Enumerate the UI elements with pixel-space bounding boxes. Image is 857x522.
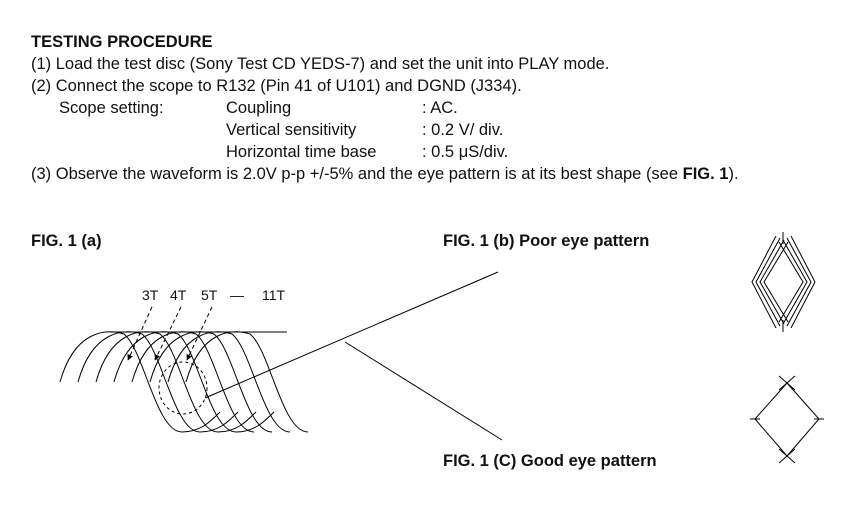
- scope-row-horizontal-value: : 0.5 μS/div.: [422, 143, 509, 161]
- fig-1b-title: FIG. 1 (b) Poor eye pattern: [443, 232, 650, 250]
- eye-opening-ellipse: [158, 361, 208, 415]
- label-11t: 11T: [262, 287, 286, 303]
- step-3-fig-ref: FIG. 1: [682, 165, 729, 183]
- step-2: (2) Connect the scope to R132 (Pin 41 of…: [31, 77, 522, 95]
- step-3: (3) Observe the waveform is 2.0V p-p +/-…: [31, 165, 739, 184]
- waveform-trace: [185, 331, 309, 433]
- section-heading: TESTING PROCEDURE: [31, 33, 213, 51]
- poor-eye-pattern-icon: [751, 232, 816, 332]
- good-eye-pattern-icon: [750, 375, 824, 464]
- waveform-trace: [149, 331, 273, 433]
- label-3t: 3T: [142, 287, 159, 303]
- waveform-trace: [59, 331, 221, 433]
- step-1: (1) Load the test disc (Sony Test CD YED…: [31, 55, 610, 73]
- scope-setting-label: Scope setting:: [59, 99, 164, 117]
- label-5t: 5T: [201, 287, 218, 303]
- leader-line-good: [344, 341, 503, 441]
- waveform-trace: [95, 331, 257, 433]
- fig-1a-title: FIG. 1 (a): [31, 232, 102, 250]
- waveform-trace: [167, 331, 291, 433]
- waveform-trace: [113, 331, 275, 433]
- label-dash: —: [230, 287, 244, 303]
- step-3-text: (3) Observe the waveform is 2.0V p-p +/-…: [31, 165, 683, 183]
- waveform-traces: [59, 331, 309, 433]
- scope-row-horizontal-name: Horizontal time base: [226, 143, 377, 161]
- step-3-end: ).: [728, 165, 739, 183]
- waveform-trace: [77, 331, 239, 433]
- label-4t: 4T: [170, 287, 187, 303]
- scope-row-coupling-value: : AC.: [422, 99, 458, 117]
- waveform-trace: [131, 331, 255, 433]
- fig-1c-title: FIG. 1 (C) Good eye pattern: [443, 452, 657, 470]
- label-arrows: [127, 306, 213, 361]
- leader-line-poor: [204, 271, 499, 399]
- scope-row-vertical-name: Vertical sensitivity: [226, 121, 357, 139]
- scope-row-coupling-name: Coupling: [226, 99, 292, 117]
- scope-row-vertical-value: : 0.2 V/ div.: [422, 121, 504, 139]
